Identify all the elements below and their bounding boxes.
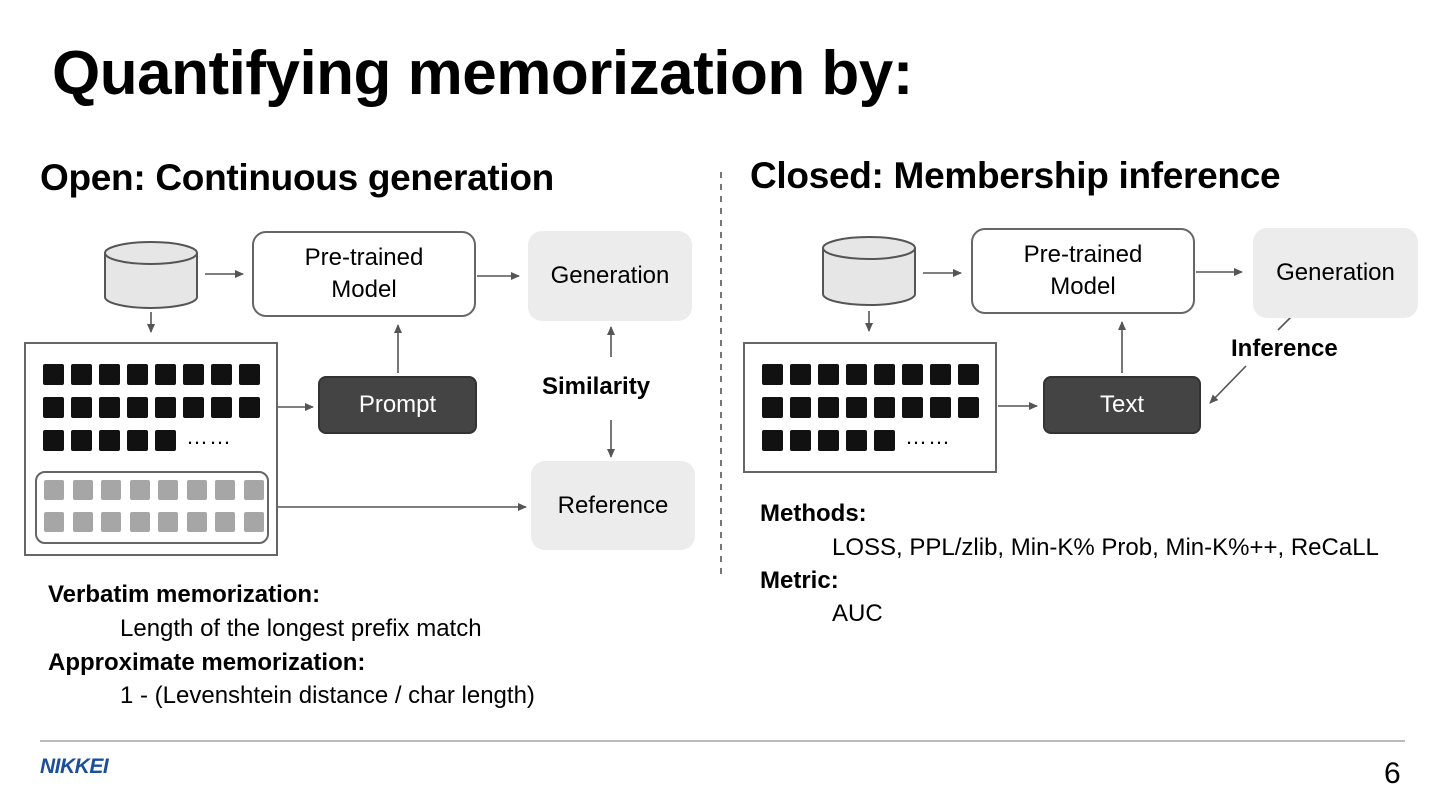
token-square (239, 397, 260, 418)
closed-generation-box: Generation (1253, 228, 1418, 318)
approximate-title: Approximate memorization: (48, 649, 366, 676)
token-square (99, 430, 120, 451)
token-square (127, 397, 148, 418)
token-square (874, 397, 895, 418)
token-square (155, 430, 176, 451)
token-square (762, 430, 783, 451)
open-model-line1: Pre-trained (304, 244, 424, 271)
token-square (186, 512, 207, 532)
token-square (44, 480, 64, 500)
closed-arrow-inference-text (1209, 365, 1247, 404)
token-square (129, 480, 150, 500)
token-square (874, 430, 895, 451)
open-reference-box: Reference (531, 461, 695, 550)
token-square (71, 397, 92, 418)
token-square (183, 364, 204, 385)
metric-desc: AUC (832, 600, 883, 627)
token-square (902, 397, 923, 418)
token-square (43, 364, 64, 385)
token-square (243, 480, 264, 500)
open-model-line2: Model (331, 276, 397, 303)
token-square (818, 397, 839, 418)
token-square (99, 364, 120, 385)
closed-arrow-gen-inference (1277, 316, 1292, 331)
token-square (790, 397, 811, 418)
token-square (930, 364, 951, 385)
closed-heading: Closed: Membership inference (750, 155, 1281, 196)
token-square (127, 430, 148, 451)
token-square (846, 364, 867, 385)
token-square (72, 480, 93, 500)
open-generation-box: Generation (528, 231, 692, 321)
approximate-desc: 1 - (Levenshtein distance / char length) (120, 682, 535, 709)
open-database-icon (104, 241, 198, 309)
token-square (846, 397, 867, 418)
token-square (44, 512, 64, 532)
closed-database-icon (822, 236, 916, 306)
open-similarity-label: Similarity (542, 373, 651, 400)
token-square (790, 430, 811, 451)
token-square (127, 364, 148, 385)
token-square (958, 364, 979, 385)
open-suffix-group (35, 471, 269, 544)
token-square (902, 364, 923, 385)
token-square (43, 430, 64, 451)
token-square (43, 397, 64, 418)
token-square (958, 397, 979, 418)
closed-ellipsis: …… (905, 424, 951, 449)
open-ellipsis: …… (186, 424, 232, 449)
token-square (243, 512, 264, 532)
token-square (239, 364, 260, 385)
closed-model-line2: Model (1050, 273, 1116, 300)
token-square (930, 397, 951, 418)
closed-document: …… (743, 342, 997, 473)
token-square (158, 480, 178, 500)
nikkei-logo: NIKKEI (40, 755, 109, 778)
closed-inference-label: Inference (1231, 335, 1338, 362)
open-heading: Open: Continuous generation (40, 157, 554, 198)
token-square (762, 364, 783, 385)
verbatim-desc: Length of the longest prefix match (120, 615, 482, 642)
token-square (155, 397, 176, 418)
token-square (818, 430, 839, 451)
token-square (158, 512, 178, 532)
token-square (71, 430, 92, 451)
token-square (215, 480, 235, 500)
open-prompt-box: Prompt (318, 376, 477, 434)
token-square (71, 364, 92, 385)
open-pretrained-model-box: Pre-trained Model (252, 231, 476, 317)
closed-model-line1: Pre-trained (1023, 241, 1143, 268)
verbatim-title: Verbatim memorization: (48, 581, 321, 608)
token-square (101, 512, 121, 532)
token-square (211, 397, 232, 418)
page-number: 6 (1384, 757, 1401, 790)
closed-text-box: Text (1043, 376, 1201, 434)
token-square (183, 397, 204, 418)
closed-pretrained-model-box: Pre-trained Model (971, 228, 1195, 314)
token-square (99, 397, 120, 418)
token-square (215, 512, 235, 532)
token-square (72, 512, 93, 532)
token-square (155, 364, 176, 385)
token-square (101, 480, 121, 500)
token-square (818, 364, 839, 385)
token-square (790, 364, 811, 385)
token-square (874, 364, 895, 385)
metric-title: Metric: (760, 567, 839, 594)
token-square (762, 397, 783, 418)
token-square (186, 480, 207, 500)
methods-title: Methods: (760, 500, 867, 527)
slide-title: Quantifying memorization by: (52, 39, 913, 108)
methods-desc: LOSS, PPL/zlib, Min-K% Prob, Min-K%++, R… (832, 534, 1379, 561)
token-square (211, 364, 232, 385)
token-square (846, 430, 867, 451)
token-square (129, 512, 150, 532)
open-document: …… (24, 342, 278, 556)
